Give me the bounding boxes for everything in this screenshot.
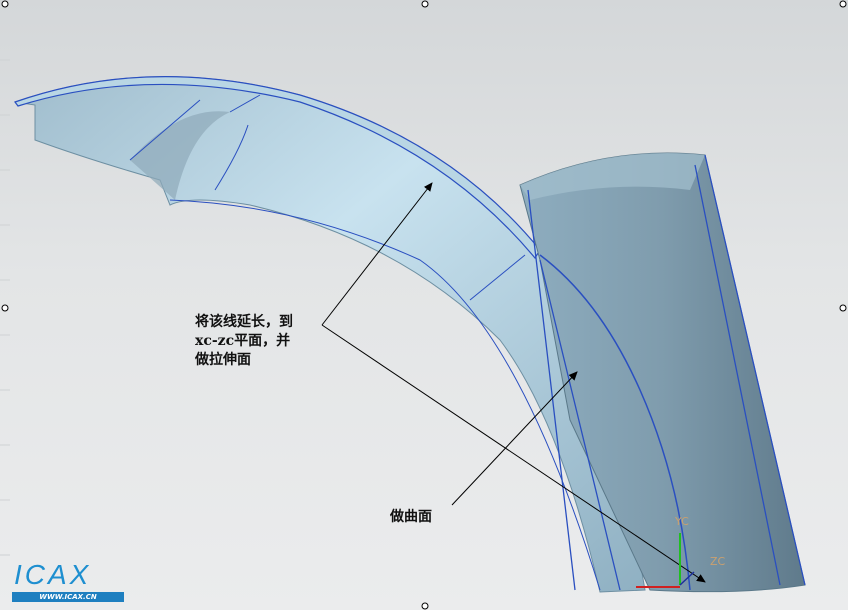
cylinder-edges xyxy=(527,154,806,591)
wcs-triad xyxy=(636,533,695,588)
yc-axis-label: YC xyxy=(675,515,689,528)
band-inner-edge xyxy=(169,199,601,591)
cylinder-surface xyxy=(519,152,806,593)
annotation-make-surface: 做曲面 xyxy=(390,509,432,525)
extended-curve xyxy=(539,254,691,591)
logo-url: WWW.ICAX.CN xyxy=(12,592,124,602)
grid-lines xyxy=(0,59,10,556)
icax-logo: ICAX WWW.ICAX.CN xyxy=(10,560,125,604)
band-top-lip xyxy=(14,76,541,260)
band-recess xyxy=(130,111,230,200)
cylinder-top-rim xyxy=(520,153,705,200)
annotation-extend-line: 将该线延长，到 xc-zc平面，并 做拉伸面 xyxy=(195,313,293,370)
logo-text: ICAX xyxy=(14,559,92,590)
annotation-line: xc-zc平面，并 xyxy=(195,333,291,349)
curved-band-surface xyxy=(14,76,646,593)
zc-axis-label: ZC xyxy=(710,555,726,568)
annotation-line: 将该线延长，到 xyxy=(195,314,293,330)
annotation-leaders xyxy=(321,182,706,583)
annotation-line: 做拉伸面 xyxy=(195,352,251,368)
band-edges xyxy=(129,94,526,301)
